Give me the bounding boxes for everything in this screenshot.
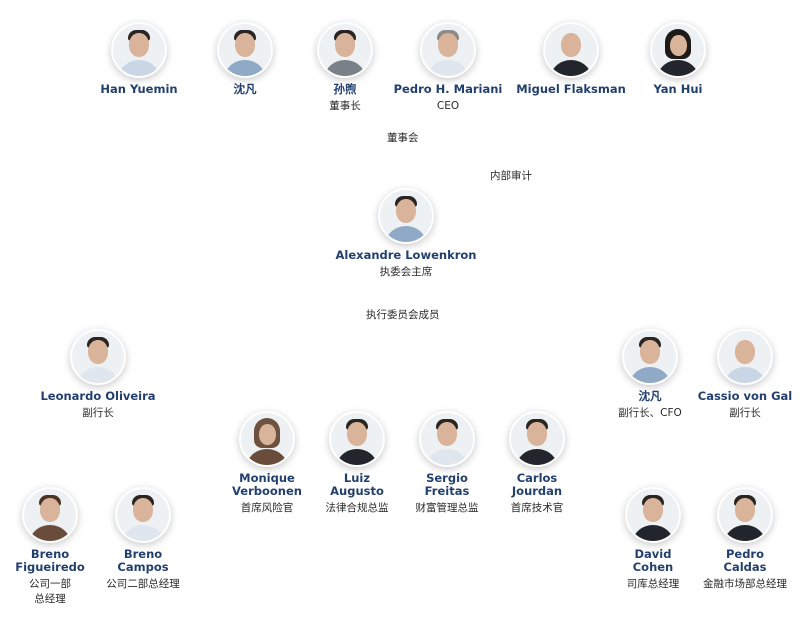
- person-name: Alexandre Lowenkron: [335, 248, 477, 262]
- person-title: 财富管理总监: [415, 502, 479, 514]
- person-name: 沈凡: [233, 82, 257, 96]
- executive-carlos-jourdan: Carlos Jourdan 首席技术官: [462, 411, 612, 516]
- avatar: [317, 22, 373, 78]
- person-name: Carlos Jourdan: [511, 471, 563, 498]
- person-name: Pedro H. Mariani: [393, 82, 503, 96]
- person-name: Cassio von Gal: [697, 389, 793, 403]
- avatar: [625, 487, 681, 543]
- executive-monique-verboonen: Monique Verboonen 首席风险官: [192, 411, 342, 516]
- person-title: 副行长: [729, 407, 761, 419]
- person-title: 公司一部总经理: [29, 578, 71, 605]
- person-name: David Cohen: [632, 547, 674, 574]
- executive-chair: Alexandre Lowenkron 执委会主席: [331, 188, 481, 280]
- avatar: [717, 487, 773, 543]
- person-title: 司库总经理: [626, 578, 680, 590]
- executive-pedro-caldas: Pedro Caldas 金融市场部总经理: [670, 487, 800, 592]
- person-title: 副行长: [82, 407, 114, 419]
- person-title: 执委会主席: [379, 266, 433, 278]
- executive-leonardo-oliveira: Leonardo Oliveira 副行长: [23, 329, 173, 421]
- avatar: [650, 22, 706, 78]
- avatar: [329, 411, 385, 467]
- avatar: [717, 329, 773, 385]
- board-member-pedro-mariani: Pedro H. Mariani CEO: [373, 22, 523, 114]
- avatar: [111, 22, 167, 78]
- person-title: 董事长: [329, 100, 361, 112]
- executive-cassio-von-gal: Cassio von Gal 副行长: [670, 329, 800, 421]
- avatar: [70, 329, 126, 385]
- executive-sergio-freitas: Sergio Freitas 财富管理总监: [372, 411, 522, 516]
- person-name: Luiz Augusto: [330, 471, 384, 498]
- person-name: Sergio Freitas: [424, 471, 470, 498]
- person-name: 孙煦: [333, 82, 357, 96]
- avatar: [378, 188, 434, 244]
- person-title: 首席技术官: [510, 502, 564, 514]
- person-name: Yan Hui: [653, 82, 703, 96]
- board-member-han-yuemin: Han Yuemin: [64, 22, 214, 99]
- person-title: 金融市场部总经理: [703, 578, 787, 590]
- executive-david-cohen: David Cohen 司库总经理: [578, 487, 728, 592]
- person-name: Breno Campos: [117, 547, 169, 574]
- person-title: 公司二部总经理: [106, 578, 180, 590]
- executive-shen-fan: 沈凡 副行长、CFO: [575, 329, 725, 421]
- executive-breno-figueiredo: Breno Figueiredo 公司一部总经理: [0, 487, 125, 607]
- avatar: [419, 411, 475, 467]
- person-title: CEO: [436, 100, 460, 112]
- person-name: Miguel Flaksman: [516, 82, 626, 96]
- person-name: Leonardo Oliveira: [40, 389, 156, 403]
- person-name: Breno Figueiredo: [15, 547, 85, 574]
- board-member-miguel-flaksman: Miguel Flaksman: [496, 22, 646, 99]
- executive-breno-campos: Breno Campos 公司二部总经理: [68, 487, 218, 592]
- person-title: 首席风险官: [240, 502, 294, 514]
- board-member-shen-fan: 沈凡: [170, 22, 320, 99]
- person-title: 法律合规总监: [325, 502, 389, 514]
- executive-luiz-augusto: Luiz Augusto 法律合规总监: [282, 411, 432, 516]
- person-name: Pedro Caldas: [723, 547, 767, 574]
- person-title: 副行长、CFO: [618, 407, 682, 419]
- avatar: [217, 22, 273, 78]
- person-name: Monique Verboonen: [232, 471, 302, 498]
- avatar: [543, 22, 599, 78]
- person-name: Han Yuemin: [100, 82, 178, 96]
- avatar: [509, 411, 565, 467]
- avatar: [622, 329, 678, 385]
- person-name: 沈凡: [638, 389, 662, 403]
- avatar: [420, 22, 476, 78]
- avatar: [115, 487, 171, 543]
- board-member-sun-xu: 孙煦 董事长: [270, 22, 420, 114]
- section-label-board: 董事会: [387, 132, 419, 144]
- avatar: [239, 411, 295, 467]
- avatar: [22, 487, 78, 543]
- section-label-internal-audit: 内部审计: [490, 170, 532, 182]
- section-label-executive-members: 执行委员会成员: [366, 309, 440, 321]
- board-member-yan-hui: Yan Hui: [603, 22, 753, 99]
